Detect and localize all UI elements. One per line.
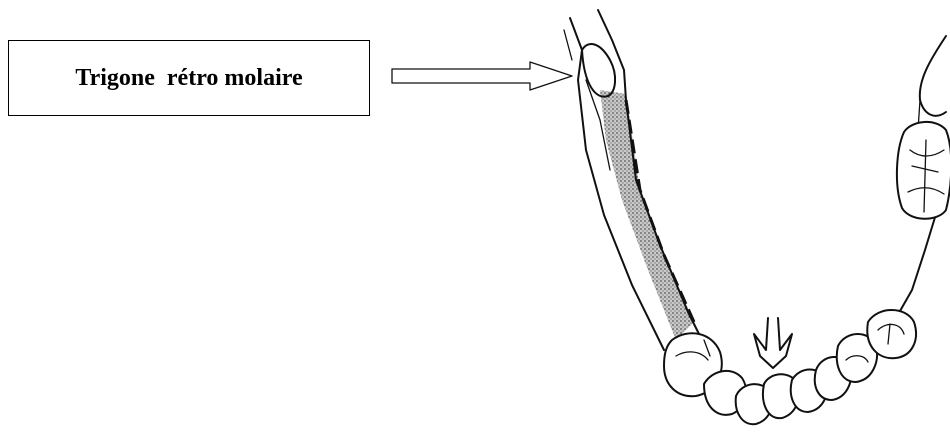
pointer-arrow [392,62,572,90]
lower-dental-arch [664,310,916,424]
retromolar-trigone-region [600,90,694,340]
retromolar-trigone-label-box: Trigone rétro molaire [8,40,370,116]
retromolar-trigone-label: Trigone rétro molaire [75,65,302,92]
upper-molar [897,122,950,219]
left-ramus [564,10,700,350]
tooth-right-molar [867,310,916,358]
midline-symbol [754,318,792,368]
